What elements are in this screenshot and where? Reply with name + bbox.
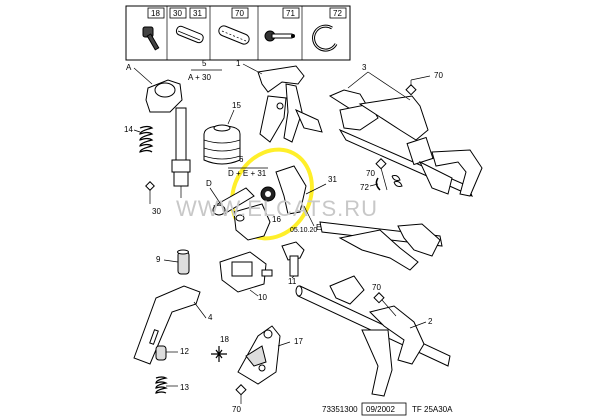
- kit-strip: 18 30 31 70: [125, 5, 351, 61]
- part-17-plate[interactable]: [237, 325, 281, 385]
- label-E: E: [316, 223, 321, 232]
- label-d-e-31: D + E + 31: [228, 169, 267, 178]
- label-31: 31: [328, 175, 337, 184]
- label-70-a: 70: [434, 71, 443, 80]
- label-16: 16: [272, 215, 281, 224]
- kit-cell-30-31[interactable]: 30 31: [169, 7, 207, 44]
- part-70-marker-c: [235, 384, 247, 404]
- label-6: 6: [239, 155, 244, 164]
- part-13-spring[interactable]: [155, 376, 168, 394]
- circlip-icon: [312, 24, 338, 52]
- label-A: A: [126, 63, 132, 72]
- footer: 73351300 09/2002 TF 25A30A: [322, 402, 453, 416]
- label-70-c: 70: [232, 405, 241, 414]
- label-18: 18: [220, 335, 229, 344]
- part-D-link[interactable]: [212, 187, 255, 216]
- kit-cell-71[interactable]: 71: [264, 7, 300, 42]
- part-18-screw[interactable]: [211, 346, 227, 362]
- label-a-plus-30: A + 30: [188, 73, 211, 82]
- label-70-d: 70: [372, 283, 381, 292]
- footer-date: 09/2002: [366, 405, 395, 414]
- part-15-gaiter[interactable]: [203, 124, 241, 165]
- footer-code: 73351300: [322, 405, 358, 414]
- footer-ref: TF 25A30A: [412, 405, 453, 414]
- spring-pin-icon: [218, 25, 250, 45]
- part-9-pin[interactable]: [177, 249, 190, 275]
- label-3: 3: [362, 63, 367, 72]
- label-9: 9: [156, 255, 161, 264]
- label-1: 1: [236, 59, 241, 68]
- part-14-spring[interactable]: [139, 125, 154, 153]
- watermark: WWW.ELCATS.RU: [176, 196, 378, 221]
- kit-label-30: 30: [173, 9, 182, 18]
- label-D: D: [206, 179, 212, 188]
- kit-cell-72[interactable]: 72: [312, 7, 347, 52]
- label-17: 17: [294, 337, 303, 346]
- kit-label-72: 72: [333, 9, 342, 18]
- part-70-marker-a: [405, 75, 431, 96]
- part-4-lever[interactable]: [133, 285, 201, 365]
- part-2-fork-shaft[interactable]: [295, 275, 451, 397]
- label-11: 11: [288, 277, 297, 286]
- kit-cell-70[interactable]: 70: [217, 7, 250, 46]
- kit-label-18: 18: [151, 9, 160, 18]
- part-1-selector-lever[interactable]: [257, 65, 323, 143]
- kit-label-31: 31: [193, 9, 202, 18]
- rivet-icon: [264, 30, 295, 42]
- label-5: 5: [202, 59, 207, 68]
- kit-label-71: 71: [286, 9, 295, 18]
- part-10-guide-block[interactable]: [219, 251, 273, 293]
- part-11-pivot[interactable]: [281, 241, 305, 277]
- label-30: 30: [152, 207, 161, 216]
- part-70-marker-b: [375, 158, 388, 191]
- label-13: 13: [180, 383, 189, 392]
- part-70-marker-d: [373, 292, 397, 317]
- label-70-b: 70: [366, 169, 375, 178]
- roll-pin-icon: [175, 25, 204, 44]
- part-A-selector-arm[interactable]: [145, 79, 191, 198]
- label-12: 12: [180, 347, 189, 356]
- label-2: 2: [428, 317, 433, 326]
- label-14: 14: [124, 125, 133, 134]
- kit-cell-18[interactable]: 18: [142, 7, 165, 51]
- part-3-shaft-assembly[interactable]: [328, 89, 483, 197]
- part-30-pin-marker: [145, 181, 155, 204]
- label-4: 4: [208, 313, 213, 322]
- watermark-small: 05.10.20: [290, 227, 317, 234]
- part-12-plunger[interactable]: [155, 345, 167, 361]
- label-72: 72: [360, 183, 369, 192]
- screw-icon: [142, 26, 160, 51]
- part-16-bracket[interactable]: [233, 165, 307, 241]
- part-72-clip[interactable]: [375, 175, 403, 191]
- label-10: 10: [258, 293, 267, 302]
- label-15: 15: [232, 101, 241, 110]
- part-fork-mid-right[interactable]: [319, 221, 443, 271]
- kit-label-70: 70: [235, 9, 244, 18]
